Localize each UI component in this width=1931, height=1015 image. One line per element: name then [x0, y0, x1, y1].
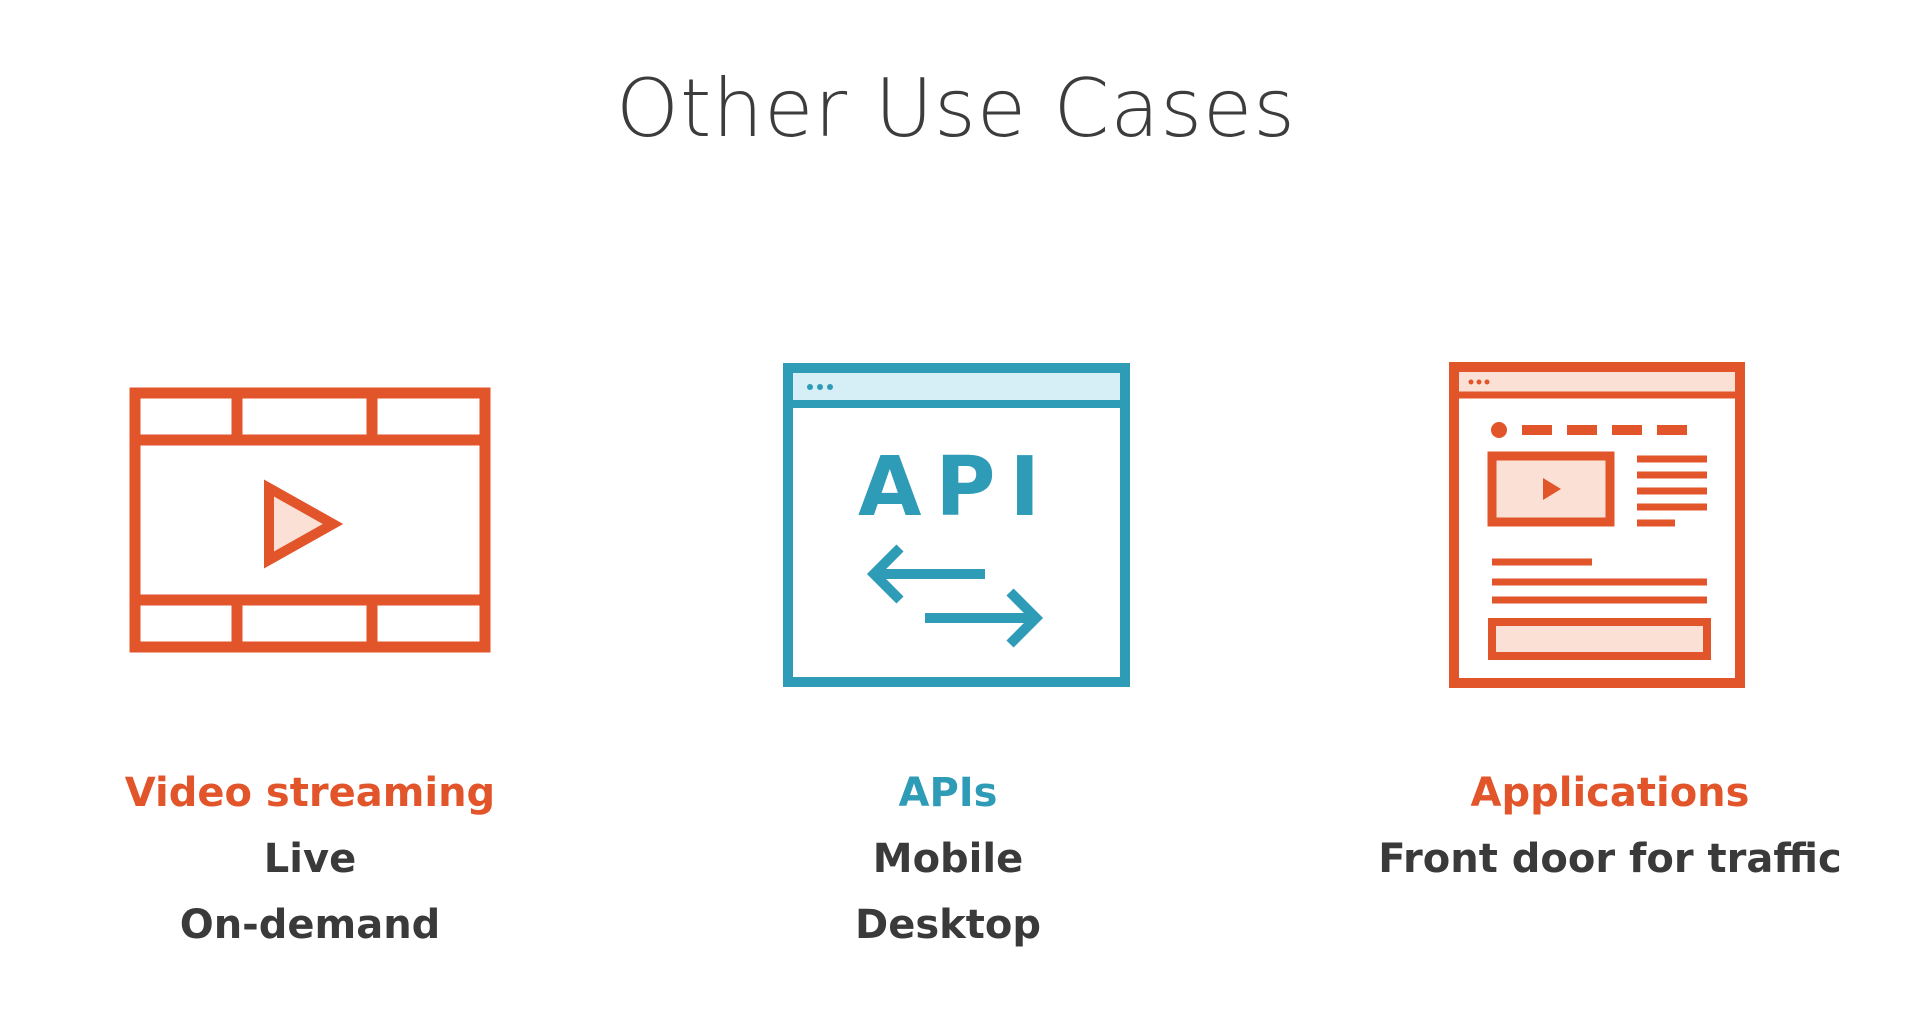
- apis-desktop: Desktop: [855, 902, 1041, 948]
- api-window-icon: API: [783, 363, 1130, 687]
- api-icon-text: API: [858, 440, 1054, 535]
- video-streaming-on-demand: On-demand: [179, 902, 441, 948]
- applications-heading: Applications: [1470, 770, 1750, 816]
- video-player-icon: [129, 387, 491, 653]
- apis-heading: APIs: [898, 770, 998, 816]
- apis-mobile: Mobile: [872, 836, 1024, 882]
- slide-title: Other Use Cases: [616, 62, 1296, 155]
- applications-front-door: Front door for traffic: [1378, 836, 1842, 882]
- web-page-icon: [1449, 362, 1745, 688]
- use-case-applications: Applications Front door for traffic: [1300, 0, 1920, 1015]
- use-case-video-streaming: Video streaming Live On-demand: [0, 0, 620, 1015]
- video-streaming-live: Live: [263, 836, 357, 882]
- video-streaming-heading: Video streaming: [124, 770, 496, 816]
- use-case-apis: API APIs Mobile Desktop: [653, 0, 1273, 1015]
